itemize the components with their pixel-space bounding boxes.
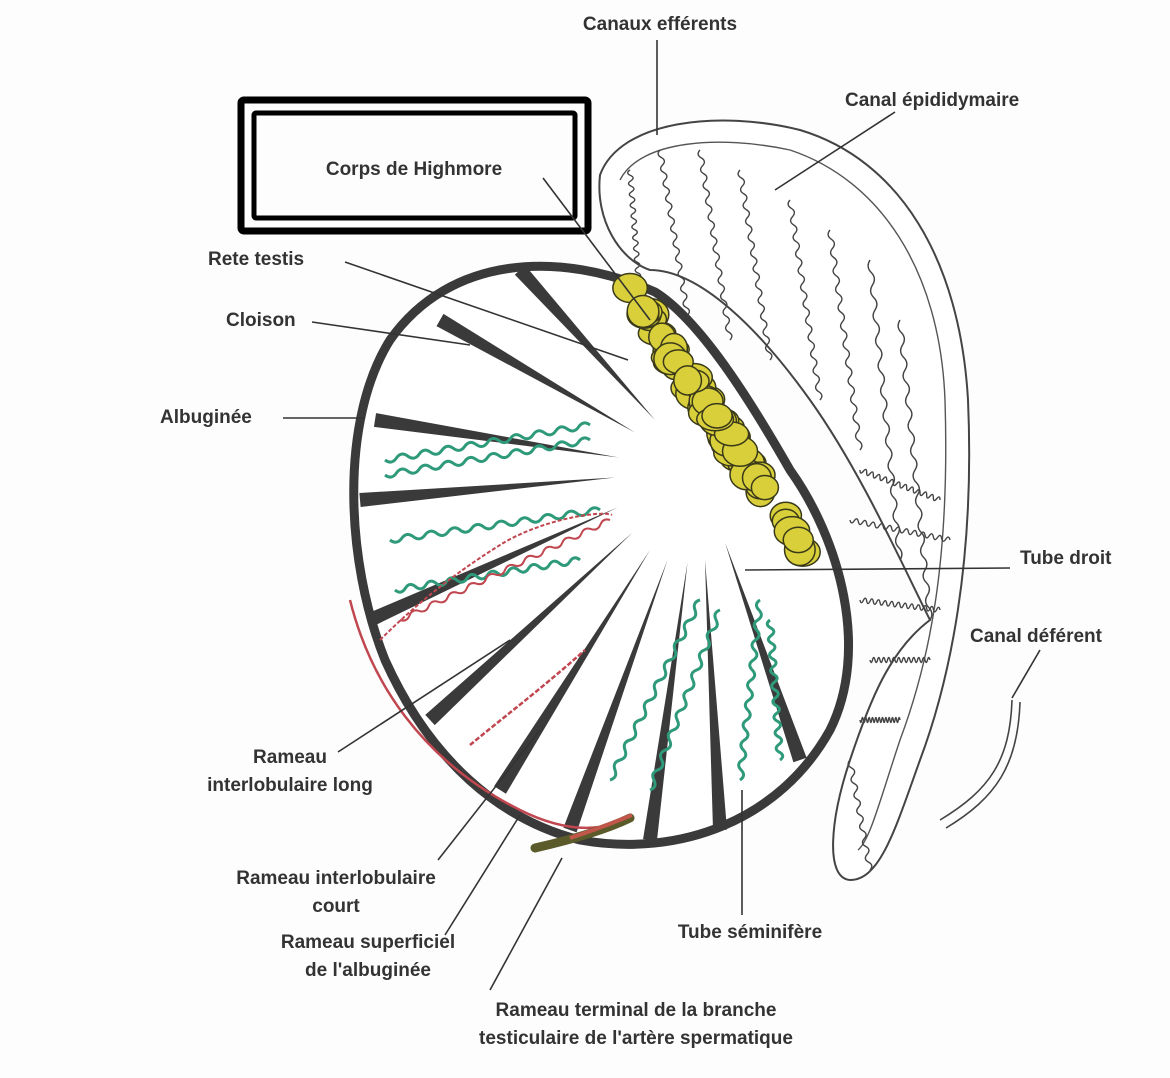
label-rete-testis: Rete testis: [208, 249, 304, 270]
epididymal-coil: [787, 199, 823, 401]
rete-testis-network: [612, 272, 821, 567]
rete-cell: [701, 402, 733, 429]
septum: [367, 507, 618, 627]
leader-rameau-court: [437, 729, 541, 861]
seminiferous-tubule: [384, 436, 591, 479]
artery-branch: [399, 518, 611, 622]
label-tube-seminifere: Tube séminifère: [678, 922, 822, 943]
epididymal-coil: [737, 169, 773, 361]
epididymal-coil: [697, 149, 733, 341]
epididymal-coil: [867, 259, 903, 561]
label-rameau-court-2: court: [312, 896, 360, 917]
septum: [705, 560, 727, 831]
epididymal-coil: [859, 468, 941, 502]
leader-rete-testis: [344, 261, 629, 361]
label-rameau-long-2: interlobulaire long: [207, 775, 373, 796]
epididymis-outline: [598, 119, 971, 882]
septum: [373, 413, 619, 458]
leader-rameau-long: [337, 639, 511, 753]
artery-terminal-red: [569, 813, 633, 840]
highlight-box-outer: [237, 96, 592, 235]
label-rameau-superficiel-2: de l'albuginée: [305, 960, 431, 981]
epididymal-coil: [859, 716, 901, 724]
canal-deferent-duct-inner: [945, 701, 1021, 829]
septum: [514, 265, 655, 420]
seminiferous-tubule: [389, 506, 601, 544]
label-canal-epididymaire: Canal épididymaire: [845, 90, 1019, 111]
artery-superficial: [348, 599, 611, 829]
epididymal-coil: [847, 759, 873, 871]
epididymal-coil: [827, 229, 863, 451]
seminiferous-tubule: [765, 618, 785, 762]
highlight-box-inner: [251, 110, 578, 221]
label-rameau-court-1: Rameau interlobulaire: [236, 868, 436, 889]
septum: [563, 560, 668, 833]
label-canal-deferent: Canal déférent: [970, 626, 1103, 647]
seminiferous-tubule: [609, 598, 701, 782]
leader-rameau-terminal: [489, 857, 563, 991]
epididymal-duct-coils: [627, 149, 951, 871]
label-canaux-efferents: Canaux efférents: [583, 14, 737, 35]
septum: [359, 477, 615, 507]
seminiferous-tubule: [649, 608, 721, 792]
leader-rameau-superficiel: [444, 814, 521, 936]
label-rameau-terminal-2: testiculaire de l'artère spermatique: [479, 1028, 793, 1049]
rete-cell: [750, 474, 780, 501]
label-corps-highmore: Corps de Highmore: [326, 159, 502, 180]
label-albuginee: Albuginée: [160, 407, 252, 428]
label-rameau-superficiel-1: Rameau superficiel: [281, 932, 455, 953]
rete-cell: [673, 365, 703, 396]
septum: [436, 313, 635, 433]
septum: [425, 532, 633, 726]
leader-tube-droit: [744, 567, 1011, 571]
label-rameau-long-1: Rameau: [253, 747, 327, 768]
label-rameau-terminal-1: Rameau terminal de la branche: [496, 1000, 777, 1021]
leader-corps-highmore: [542, 177, 651, 321]
seminiferous-tubule: [737, 598, 763, 782]
artery-interlobular-long: [379, 512, 613, 641]
epididymal-coil: [897, 319, 933, 621]
septum: [725, 542, 807, 763]
epididymal-coil: [859, 597, 941, 613]
label-cloison: Cloison: [226, 310, 296, 331]
leader-canal-epididymaire: [774, 111, 896, 191]
seminiferous-tubules: [384, 421, 785, 792]
leader-canal-deferent: [1011, 649, 1041, 699]
canal-deferent-duct: [939, 699, 1013, 821]
leader-cloison: [311, 321, 471, 346]
rete-cell: [782, 526, 814, 554]
epididymal-coil: [849, 518, 951, 542]
epididymal-coil: [869, 656, 931, 664]
seminiferous-tubule: [384, 421, 591, 464]
epididymal-coil: [657, 149, 693, 331]
epididymis-inner: [619, 141, 947, 851]
septum: [494, 550, 650, 794]
label-tube-droit: Tube droit: [1020, 548, 1112, 569]
artery-interlobular-court: [469, 649, 586, 746]
